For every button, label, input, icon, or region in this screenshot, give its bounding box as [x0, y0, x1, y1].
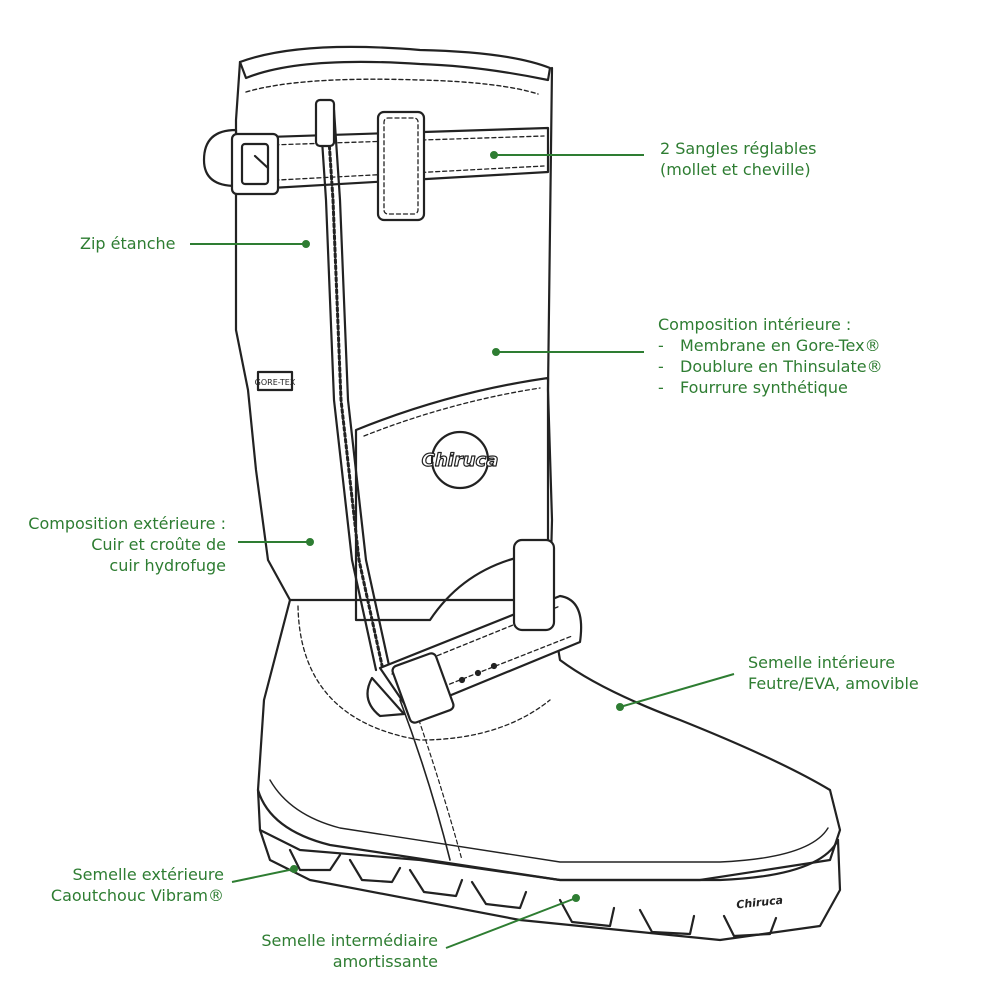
- leader-insole: [619, 673, 735, 708]
- outsole-lugs: [288, 848, 778, 938]
- label-interior-item: -Doublure en Thinsulate®: [658, 357, 883, 376]
- gore-tag: [256, 370, 294, 392]
- label-straps-line2: (mollet et cheville): [660, 160, 811, 179]
- label-straps-line1: 2 Sangles réglables: [660, 139, 817, 158]
- label-outsole-line1: Semelle extérieure: [72, 865, 224, 884]
- label-zip-line1: Zip étanche: [80, 234, 176, 253]
- logo-text: Chiruca: [422, 450, 499, 471]
- leader-midsole: [445, 897, 577, 949]
- ankle-seam: [297, 605, 551, 741]
- label-insole: Semelle intérieure Feutre/EVA, amovible: [748, 652, 919, 694]
- shaft-stitching: [245, 78, 539, 95]
- strap-tip: [202, 128, 238, 188]
- label-midsole-line1: Semelle intermédiaire: [261, 931, 438, 950]
- upper-buckle: [230, 132, 280, 196]
- label-insole-line2: Feutre/EVA, amovible: [748, 674, 919, 693]
- label-interior-item: -Fourrure synthétique: [658, 378, 848, 397]
- zip-track-right: [332, 108, 392, 672]
- label-outsole: Semelle extérieure Caoutchouc Vibram®: [10, 864, 224, 906]
- strap-keeper-lower: [512, 538, 556, 632]
- label-midsole: Semelle intermédiaire amortissante: [200, 930, 438, 972]
- label-interior-item-text: Doublure en Thinsulate®: [680, 357, 883, 376]
- midsole: [256, 788, 840, 882]
- label-straps: 2 Sangles réglables (mollet et cheville): [660, 138, 817, 180]
- label-outsole-line2: Caoutchouc Vibram®: [50, 886, 224, 905]
- label-zip: Zip étanche: [80, 233, 176, 254]
- label-insole-line1: Semelle intérieure: [748, 653, 896, 672]
- label-exterior-line1: Composition extérieure :: [28, 514, 226, 533]
- label-exterior-line2: Cuir et croûte de: [91, 535, 226, 554]
- label-interior-item: -Membrane en Gore-Tex®: [658, 336, 881, 355]
- chiruca-logo: Chiruca: [421, 430, 499, 490]
- boot-shaft: [234, 60, 554, 602]
- strap-keeper: [376, 110, 426, 222]
- zip-teeth: [325, 108, 385, 672]
- gore-tag-text: GORE-TEX: [255, 378, 296, 387]
- label-interior: Composition intérieure : -Membrane en Go…: [658, 314, 883, 398]
- label-interior-item-text: Membrane en Gore-Tex®: [680, 336, 881, 355]
- zip-track-left: [318, 108, 378, 672]
- label-interior-item-text: Fourrure synthétique: [680, 378, 848, 397]
- side-panel: [354, 376, 550, 622]
- label-exterior: Composition extérieure : Cuir et croûte …: [10, 513, 226, 576]
- label-midsole-line2: amortissante: [332, 952, 438, 971]
- zip-pull: [314, 98, 336, 148]
- label-exterior-line3: cuir hydrofuge: [109, 556, 226, 575]
- outsole: [258, 828, 842, 942]
- label-interior-title: Composition intérieure :: [658, 315, 852, 334]
- leader-outsole: [231, 868, 295, 883]
- boot-collar: [238, 45, 552, 82]
- lower-buckle: [391, 652, 455, 724]
- sole-logo-text: Chiruca: [736, 894, 784, 912]
